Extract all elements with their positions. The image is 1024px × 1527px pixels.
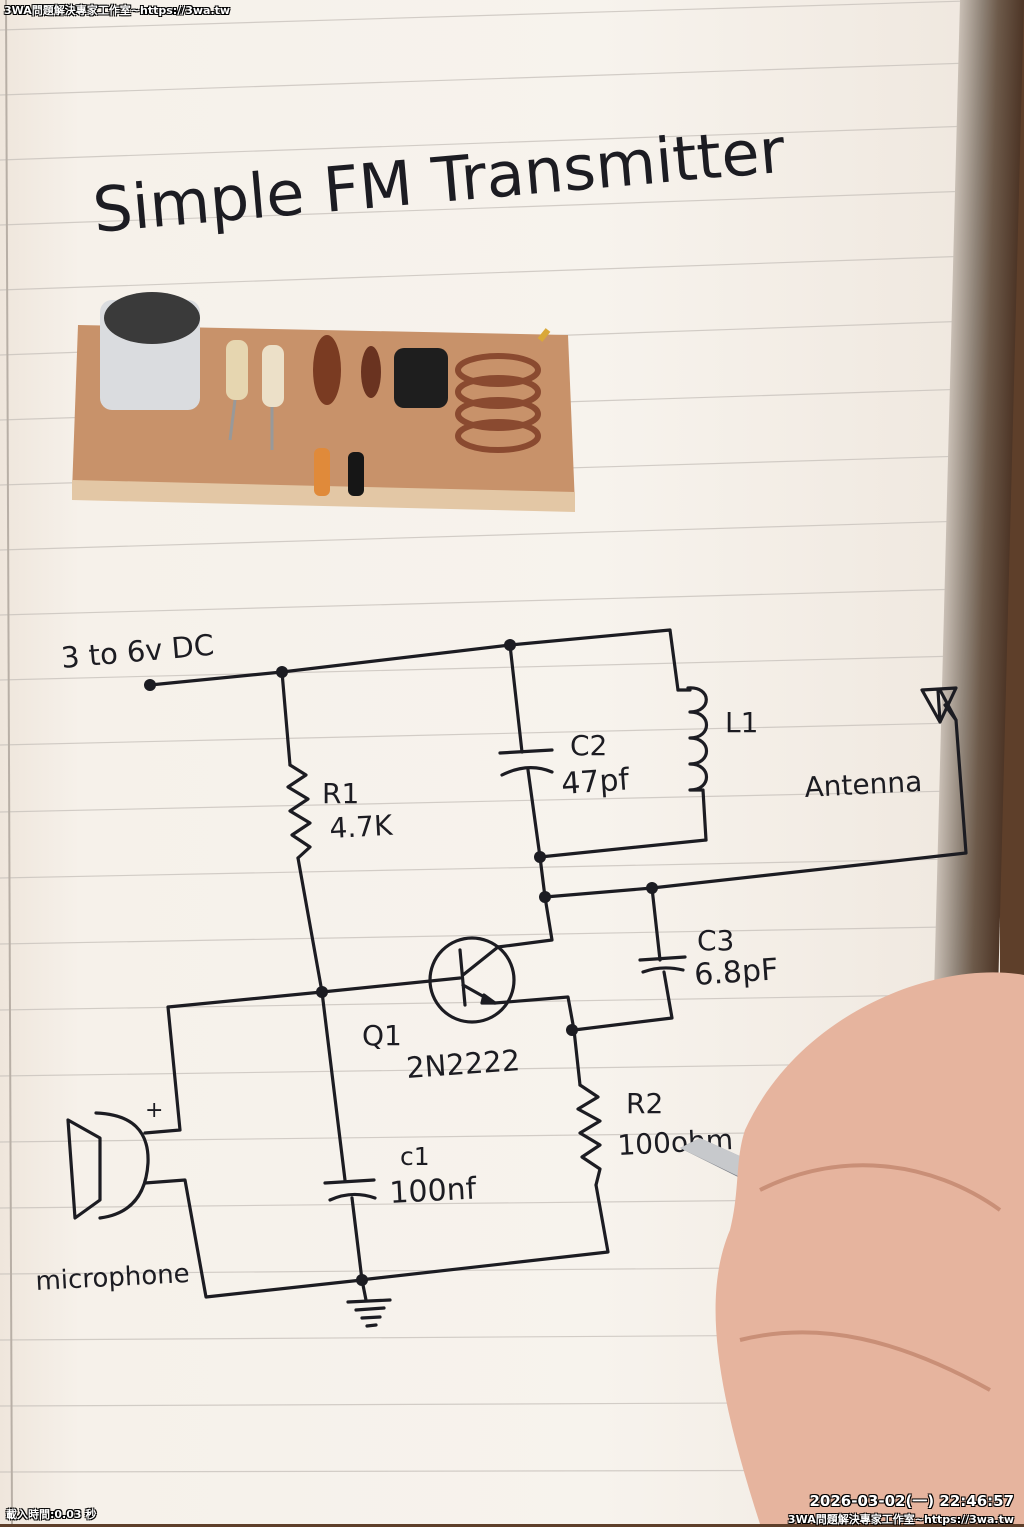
- r1-name: R1: [322, 777, 359, 810]
- c2-value: 47pf: [560, 762, 631, 802]
- page-title: Simple FM Transmitter: [90, 114, 788, 247]
- microphone-label: microphone: [35, 1259, 191, 1297]
- resistor-r1: [286, 763, 312, 860]
- resistor-r2: [576, 1083, 602, 1187]
- mic-polarity: +: [145, 1098, 163, 1123]
- microphone-capsule: [100, 292, 200, 410]
- supply-rail: [148, 628, 680, 692]
- supply-label: 3 to 6v DC: [60, 628, 216, 675]
- r2-name: R2: [626, 1087, 663, 1120]
- load-time: 載入時間:0.03 秒: [6, 1508, 97, 1521]
- c3-value: 6.8pF: [693, 952, 779, 993]
- capacitor-c1: [323, 1178, 377, 1202]
- c2-name: C2: [570, 729, 607, 762]
- capacitor-photo-1: [313, 335, 341, 405]
- capacitor-c2: [498, 748, 554, 777]
- inductor-l1: [686, 686, 708, 842]
- r1-value: 4.7K: [329, 809, 394, 845]
- watermark-top: 3WA問題解決專家工作室~https://3wa.tw: [4, 4, 231, 17]
- hand: [715, 972, 1024, 1524]
- watermark-bottom: 3WA問題解決專家工作室~https://3wa.tw: [787, 1513, 1014, 1526]
- q1-name: Q1: [362, 1019, 402, 1052]
- hand-with-pen: [680, 972, 1024, 1524]
- junction-dots: [144, 639, 658, 1286]
- capacitor-photo-3: [314, 448, 330, 496]
- c1-name: c1: [400, 1142, 430, 1171]
- clock: 2026-03-02(一) 22:46:57: [809, 1492, 1015, 1510]
- antenna-symbol: [920, 686, 958, 724]
- capacitor-photo-2: [361, 346, 381, 398]
- resistor-r2-photo: [262, 345, 284, 450]
- c3-name: C3: [697, 924, 734, 957]
- transistor-photo: [394, 348, 448, 408]
- pcb-photo: [72, 292, 575, 512]
- microphone-symbol: [66, 1111, 150, 1220]
- capacitor-c3: [638, 955, 687, 974]
- antenna-label: Antenna: [804, 765, 923, 804]
- resistor-r1-photo: [226, 340, 248, 441]
- c1-value: 100nf: [389, 1171, 479, 1211]
- ground-symbol: [346, 1298, 392, 1328]
- capacitor-photo-4: [348, 452, 364, 496]
- q1-value: 2N2222: [405, 1043, 521, 1085]
- coil-photo: [455, 328, 551, 453]
- l1-name: L1: [725, 706, 758, 739]
